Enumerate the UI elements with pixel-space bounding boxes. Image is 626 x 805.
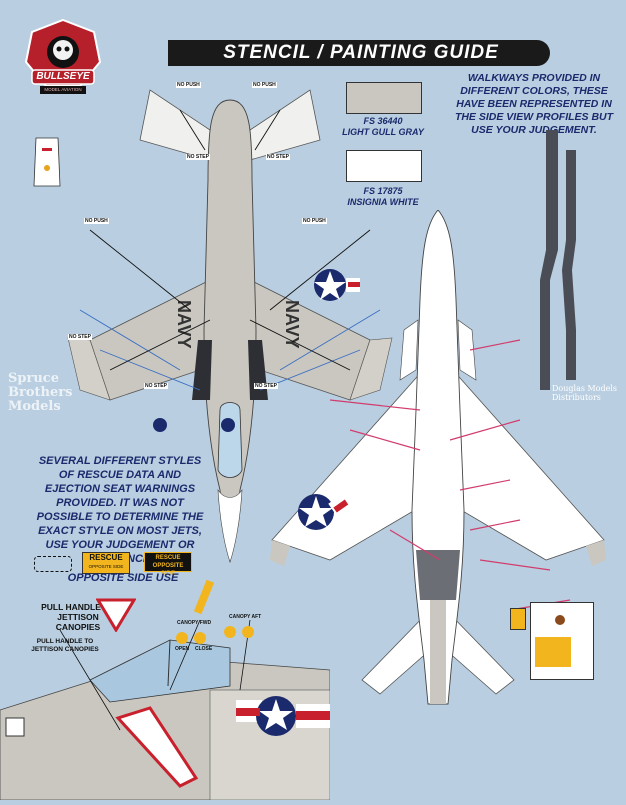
page-title: STENCIL / PAINTING GUIDE <box>223 42 499 63</box>
rescue-outline-decal <box>34 556 72 572</box>
no-step-label-4: NO STEP <box>144 383 168 389</box>
no-step-label-5: NO STEP <box>254 383 278 389</box>
pull-handle-label-small: PULL HANDLE TO JETTISON CANOPIES <box>31 638 99 653</box>
top-view-aircraft: NAVY NAVY <box>60 70 400 570</box>
cockpit-side-detail <box>0 600 331 801</box>
rescue-label: RESCUE <box>89 553 123 562</box>
navy-wing-left: NAVY <box>174 300 194 349</box>
under-view-aircraft <box>270 209 606 710</box>
yellow-stencil-decal <box>510 608 526 630</box>
swatch-name-17875: INSIGNIA WHITE <box>347 197 419 207</box>
douglas-watermark: Douglas Models Distributors <box>552 384 618 402</box>
swatch-code-36440: FS 36440 <box>363 116 403 126</box>
no-step-label-1: NO STEP <box>186 154 210 160</box>
opposite-side-note: OPPOSITE SIDE USE <box>67 572 179 584</box>
walkway-strips <box>536 130 596 390</box>
no-step-label-2: NO STEP <box>266 154 290 160</box>
bullseye-logo: BULLSEYE MODEL AVIATION <box>18 18 108 102</box>
navy-wing-right: NAVY <box>282 300 302 349</box>
white-stencil-panel <box>530 602 594 680</box>
no-push-label-3: NO PUSH <box>84 218 109 224</box>
swatch-light-gull-gray <box>346 82 422 114</box>
rescue-yellow-decal: RESCUE OPPOSITE SIDE <box>82 552 130 574</box>
rescue-opp-label: RESCUE OPPOSITE SIDE <box>152 555 184 577</box>
canopy-fwd-open-dot <box>176 632 188 644</box>
no-push-label-2: NO PUSH <box>252 82 277 88</box>
logo-name: BULLSEYE <box>36 71 90 82</box>
logo-subtitle: MODEL AVIATION <box>44 87 82 92</box>
no-push-label-1: NO PUSH <box>176 82 201 88</box>
canopy-aft-close-dot <box>242 626 254 638</box>
no-step-label-3: NO STEP <box>68 334 92 340</box>
swatch-insignia-white <box>346 150 422 182</box>
yellow-data-block <box>535 637 571 667</box>
pull-handle-label: PULL HANDLE TO JETTISON CANOPIES <box>41 602 115 632</box>
canopy-stencil-sheet <box>30 134 64 190</box>
walkways-note: WALKWAYS PROVIDED IN DIFFERENT COLORS, T… <box>454 72 614 136</box>
rescue-opposite-decal: RESCUE OPPOSITE SIDE <box>144 552 192 577</box>
rescue-data-note: SEVERAL DIFFERENT STYLES OF RESCUE DATA … <box>36 455 204 565</box>
canopy-fwd-label: CANOPY FWD <box>177 620 212 626</box>
title-bar <box>168 40 550 66</box>
rescue-sub-label: OPPOSITE SIDE <box>88 564 124 569</box>
swatch-name-36440: LIGHT GULL GRAY <box>342 127 424 137</box>
spruce-watermark: Spruce Brothers Models <box>8 371 73 414</box>
canopy-close-label: CLOSE <box>195 646 213 652</box>
canopy-aft-label: CANOPY AFT <box>229 614 262 620</box>
warning-triangle-icon <box>95 598 137 633</box>
no-push-label-4: NO PUSH <box>302 218 327 224</box>
canopy-fwd-close-dot <box>194 632 206 644</box>
swatch-code-17875: FS 17875 <box>363 186 403 196</box>
canopy-open-label: OPEN <box>175 646 190 652</box>
brown-data-dot <box>555 615 565 625</box>
canopy-aft-open-dot <box>224 626 236 638</box>
